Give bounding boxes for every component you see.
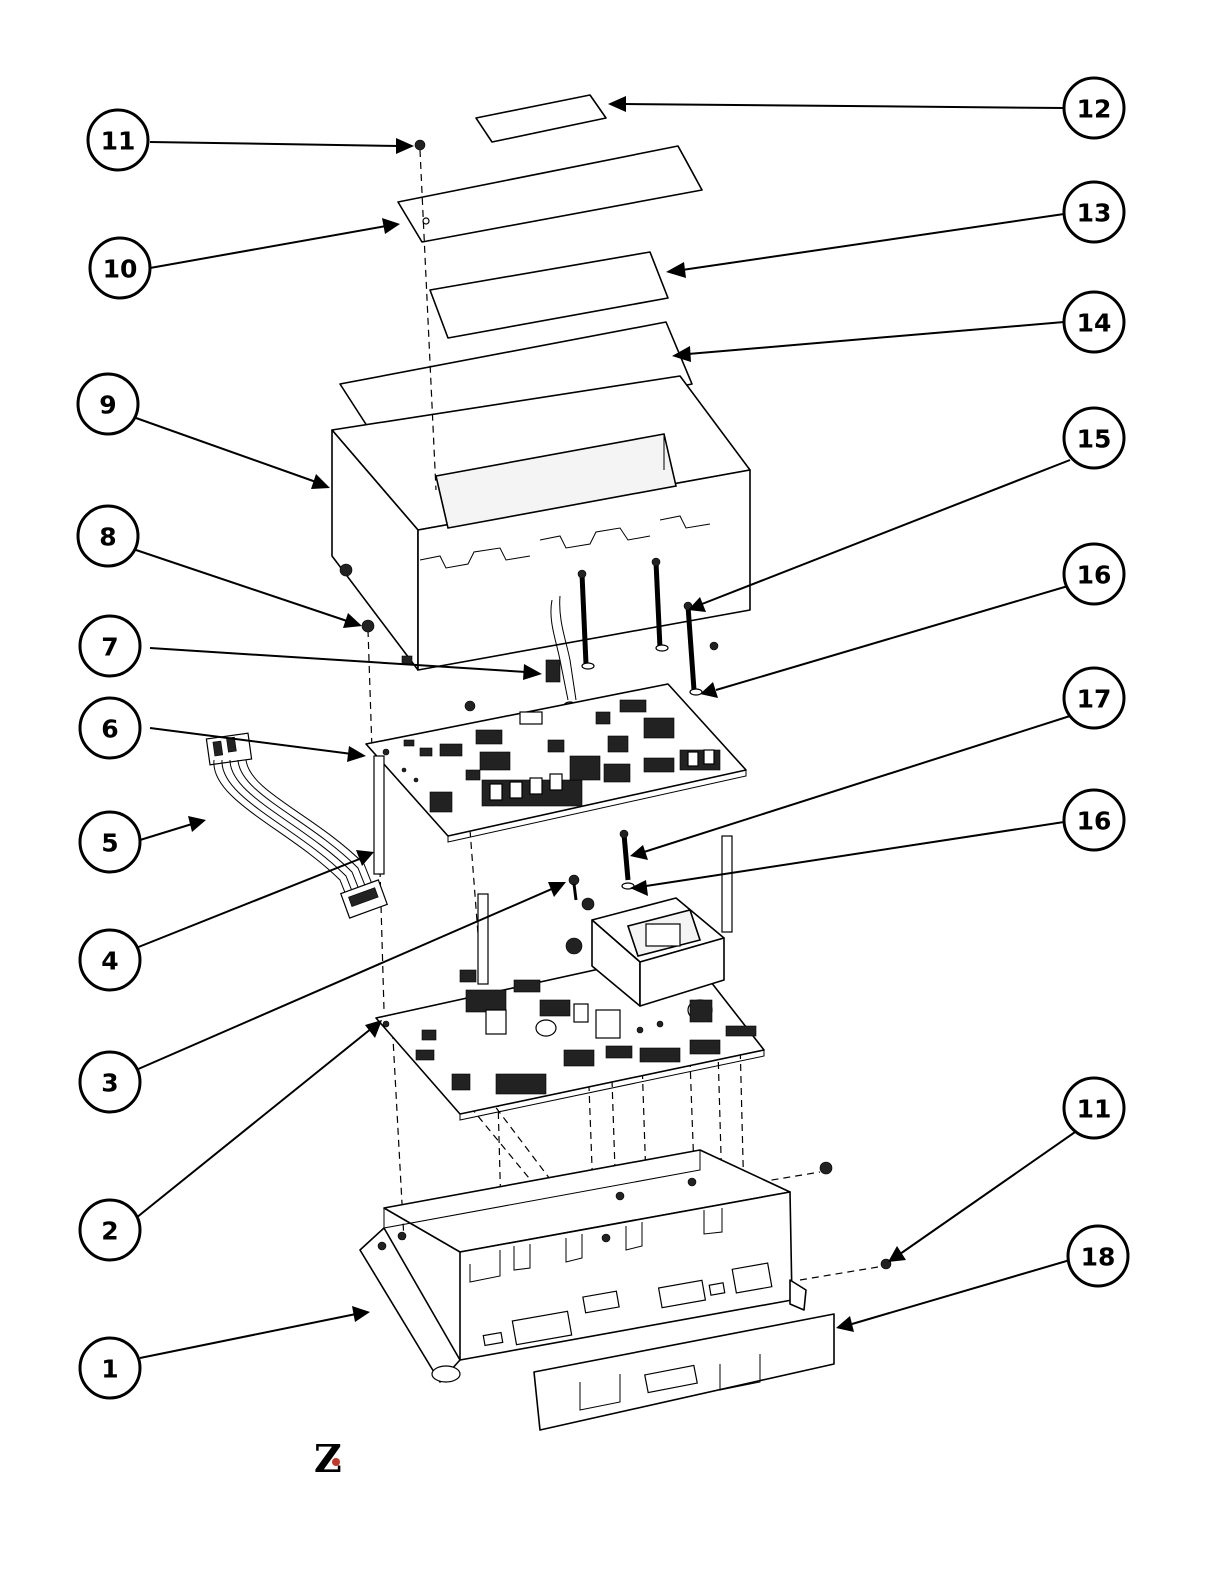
- callout-label: 4: [101, 947, 118, 976]
- part-5-wire-harness: [206, 733, 387, 918]
- callout-3: 3: [80, 1052, 140, 1112]
- callout-label: 5: [101, 829, 118, 858]
- callout-label: 15: [1077, 425, 1112, 454]
- callout-13: 13: [1064, 182, 1124, 242]
- callout-7: 7: [80, 616, 140, 676]
- callout-2: 2: [80, 1200, 140, 1260]
- callout-label: 1: [101, 1355, 118, 1384]
- callout-11-side: 11: [1064, 1078, 1124, 1138]
- callout-4: 4: [80, 930, 140, 990]
- callout-8: 8: [78, 506, 138, 566]
- callout-label: 13: [1077, 199, 1112, 228]
- callout-label: 17: [1077, 685, 1112, 714]
- callout-label: 7: [101, 633, 118, 662]
- part-13-window-film: [430, 252, 668, 338]
- callout-10: 10: [90, 238, 150, 298]
- part-11-top-screw: [415, 140, 425, 150]
- part-11-side-screws: [820, 1162, 891, 1269]
- part-8-screw: [362, 620, 374, 632]
- part-16-washers-upper: [582, 645, 702, 695]
- callout-label: 11: [101, 127, 136, 156]
- part-17-screw: [582, 830, 634, 910]
- part-6-upper-pcb: [366, 684, 746, 842]
- callout-18: 18: [1068, 1226, 1128, 1286]
- callout-label: 8: [99, 523, 116, 552]
- callout-11-top: 11: [88, 110, 148, 170]
- callout-label: 11: [1077, 1095, 1112, 1124]
- callout-label: 6: [101, 715, 118, 744]
- callout-label: 12: [1077, 95, 1112, 124]
- part-12-label-plate: [476, 95, 606, 142]
- part-3-screw: [569, 875, 579, 900]
- callout-16-upper: 16: [1064, 544, 1124, 604]
- part-2-lower-pcb: [376, 898, 764, 1120]
- logo-dot-icon: [332, 1458, 340, 1466]
- callout-label: 9: [99, 391, 116, 420]
- callout-12: 12: [1064, 78, 1124, 138]
- callout-17: 17: [1064, 668, 1124, 728]
- callout-label: 16: [1077, 561, 1112, 590]
- callout-1: 1: [80, 1338, 140, 1398]
- callout-5: 5: [80, 812, 140, 872]
- callout-label: 2: [101, 1217, 118, 1246]
- part-10-cover-plate: [398, 146, 702, 242]
- callout-16-lower: 16: [1064, 790, 1124, 850]
- callout-6: 6: [80, 698, 140, 758]
- logo-mark: Z: [314, 1436, 342, 1481]
- callout-label: 14: [1077, 309, 1112, 338]
- callout-14: 14: [1064, 292, 1124, 352]
- callout-15: 15: [1064, 408, 1124, 468]
- callout-label: 18: [1081, 1243, 1116, 1272]
- callout-label: 10: [103, 255, 138, 284]
- callout-9: 9: [78, 374, 138, 434]
- callout-label: 16: [1077, 807, 1112, 836]
- callout-label: 3: [101, 1069, 118, 1098]
